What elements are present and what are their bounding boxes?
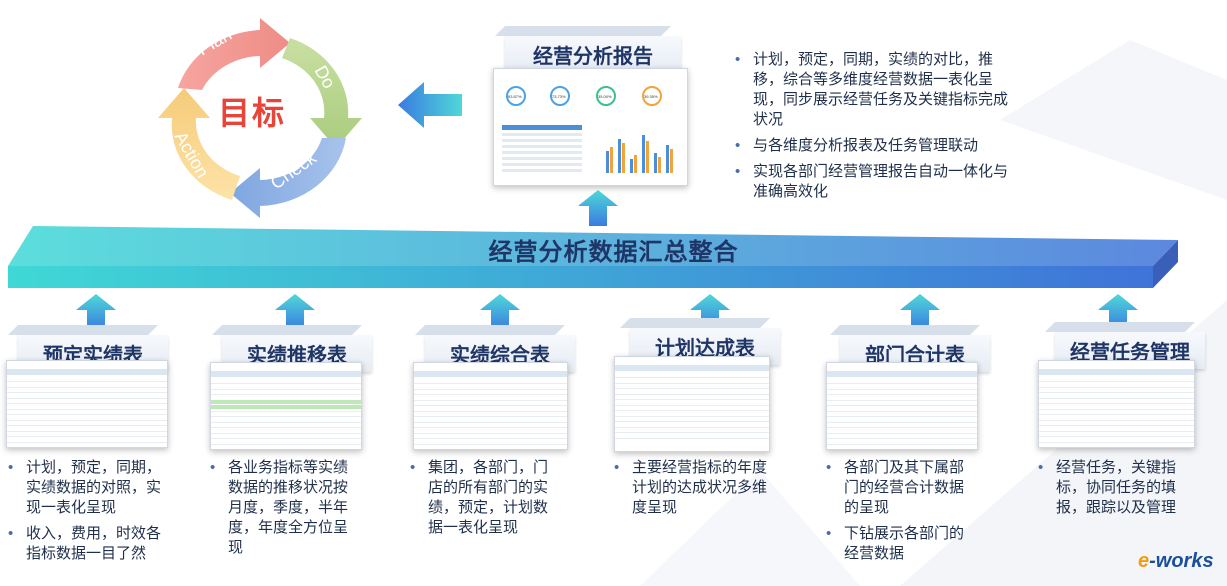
report-bullet: 实现各部门经营管理报告自动一体化与准确高效化 (735, 162, 1015, 202)
module-table-thumbnail (210, 362, 362, 450)
module-bullet-list: 主要经营指标的年度计划的达成状况多维度呈现 (614, 458, 769, 524)
module-table-thumbnail (413, 362, 568, 450)
report-bullet: 与各维度分析报表及任务管理联动 (735, 136, 1015, 156)
report-preview-graphic: 93.87% 73.73% 35.00% 39.35% (502, 86, 673, 173)
plan-arrow (178, 18, 290, 90)
left-arrow-icon (398, 82, 462, 128)
module-bullet: 计划，预定，同期，实绩数据的对照，实现一表化呈现 (8, 458, 168, 518)
banner-label: 经营分析数据汇总整合 (488, 239, 739, 266)
action-arrow (158, 88, 240, 200)
pdca-cycle: Plan Do Check Action (158, 18, 362, 218)
eworks-logo: e-works (1138, 550, 1214, 573)
module-bullet: 集团，各部门，门店的所有部门的实绩，预定，计划数据一表化呈现 (410, 458, 562, 538)
up-arrow-icon (275, 294, 315, 330)
module-bullet: 各业务指标等实绩数据的推移状况按月度，季度，半年度，年度全方位呈现 (210, 458, 360, 558)
check-arrow (230, 138, 346, 218)
module-bullet: 各部门及其下属部门的经营合计数据的呈现 (826, 458, 978, 518)
module-bullet-list: 计划，预定，同期，实绩数据的对照，实现一表化呈现收入，费用，时效各指标数据一目了… (8, 458, 168, 570)
report-bullet: 计划，预定，同期，实绩的对比，推移，综合等多维度经营数据一表化呈现，同步展示经营… (735, 50, 1015, 130)
do-arrow (282, 38, 362, 148)
up-arrow-icon (900, 294, 940, 330)
up-arrow-icon (480, 294, 520, 330)
module-bullet-list: 经营任务，关键指标，协同任务的填报，跟踪以及管理 (1038, 458, 1198, 524)
goal-label: 目标 (218, 95, 287, 131)
up-arrow-icon (1098, 294, 1138, 330)
logo-mark: e (1138, 550, 1150, 572)
gauge-2-value: 73.73% (552, 94, 566, 99)
module-bullet-list: 各部门及其下属部门的经营合计数据的呈现下钻展示各部门的经营数据 (826, 458, 978, 570)
module-bullet-list: 集团，各部门，门店的所有部门的实绩，预定，计划数据一表化呈现 (410, 458, 562, 544)
module-table-thumbnail (6, 360, 168, 448)
module-title: 经营任务管理 (1055, 332, 1205, 369)
module-bullet: 主要经营指标的年度计划的达成状况多维度呈现 (614, 458, 769, 518)
module-table-thumbnail (1038, 360, 1195, 448)
module-table-thumbnail (826, 362, 978, 450)
logo-text: -works (1149, 550, 1214, 572)
up-arrow-icon (76, 294, 116, 330)
up-arrow-icon (578, 190, 618, 226)
up-arrow-icon (690, 294, 730, 330)
module-bullet: 经营任务，关键指标，协同任务的填报，跟踪以及管理 (1038, 458, 1198, 518)
gauge-3-value: 35.00% (598, 94, 612, 99)
report-bullet-list: 计划，预定，同期，实绩的对比，推移，综合等多维度经营数据一表化呈现，同步展示经营… (735, 50, 1015, 208)
report-thumbnail: 93.87% 73.73% 35.00% 39.35% (493, 68, 688, 186)
module-bullet: 收入，费用，时效各指标数据一目了然 (8, 524, 168, 564)
module-bullet-list: 各业务指标等实绩数据的推移状况按月度，季度，半年度，年度全方位呈现 (210, 458, 360, 564)
module-bullet: 下钻展示各部门的经营数据 (826, 524, 978, 564)
report-title: 经营分析报告 (505, 36, 681, 73)
banner-bar (8, 226, 1178, 288)
gauge-4-value: 39.35% (644, 94, 658, 99)
report-title-text: 经营分析报告 (505, 36, 681, 73)
module-table-thumbnail (614, 356, 770, 452)
gauge-1-value: 93.87% (508, 94, 522, 99)
